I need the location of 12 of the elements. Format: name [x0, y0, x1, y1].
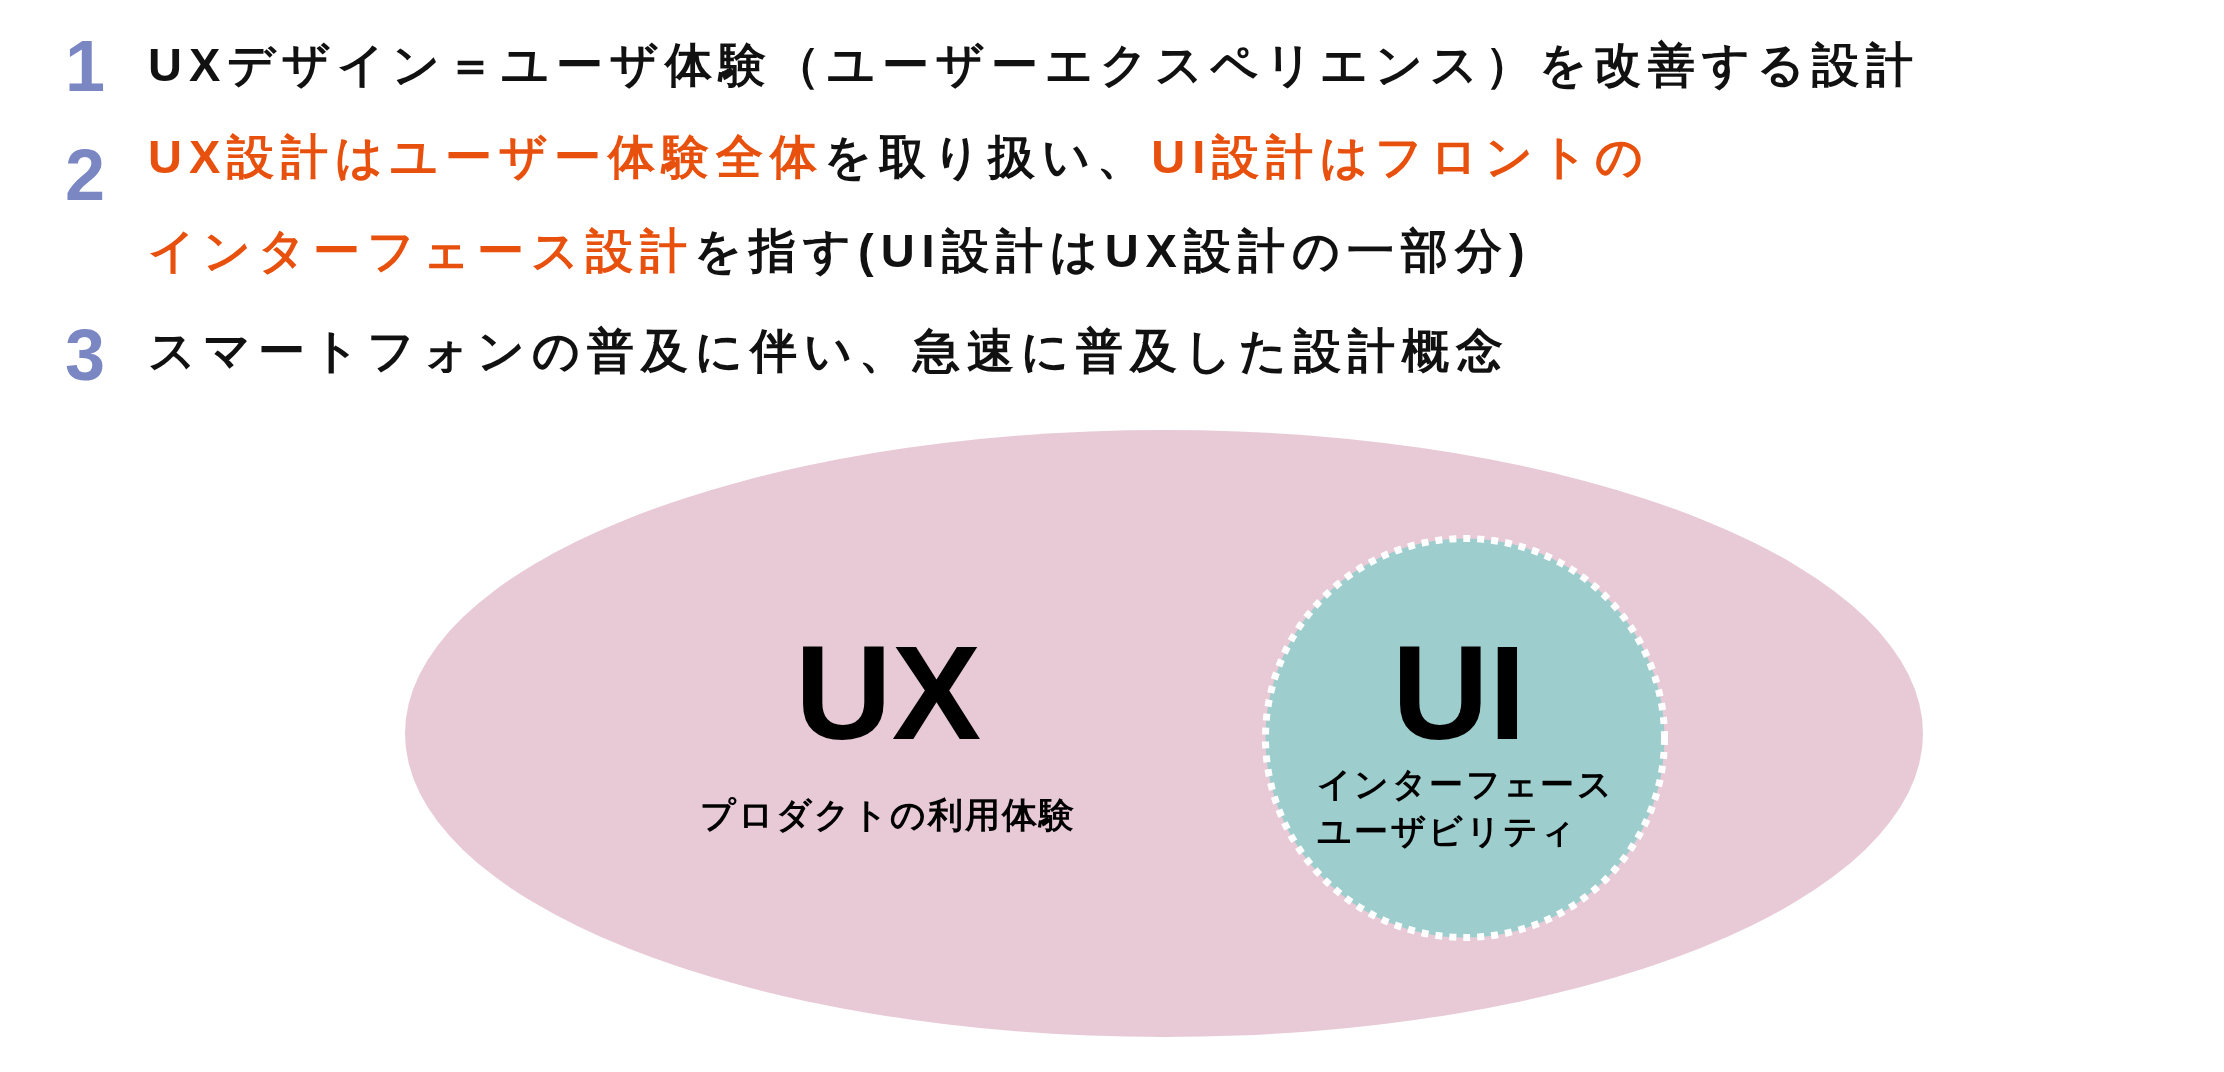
- node-heading: UI: [1392, 626, 1526, 760]
- node-heading: UX: [794, 626, 982, 760]
- ellipse: [405, 430, 1923, 1037]
- list-item: スマートフォンの普及に伴い、急速に普及した設計概念: [148, 323, 1510, 379]
- dashed-circle: [1262, 535, 1668, 941]
- node-description: プロダクトの利用体験: [700, 795, 1076, 835]
- node-description: インターフェースユーザビリティ: [1317, 764, 1616, 852]
- list-number: 2: [65, 139, 105, 211]
- list-number: 3: [65, 319, 105, 391]
- list-number: 1: [65, 30, 105, 102]
- list-item: UX設計はユーザー体験全体を取り扱い、UI設計はフロントのインターフェース設計を指す(UI設計はUX設計の一部分): [148, 129, 1652, 279]
- list-item: UXデザイン＝ユーザ体験（ユーザーエクスペリエンス）を改善する設計: [148, 37, 1921, 93]
